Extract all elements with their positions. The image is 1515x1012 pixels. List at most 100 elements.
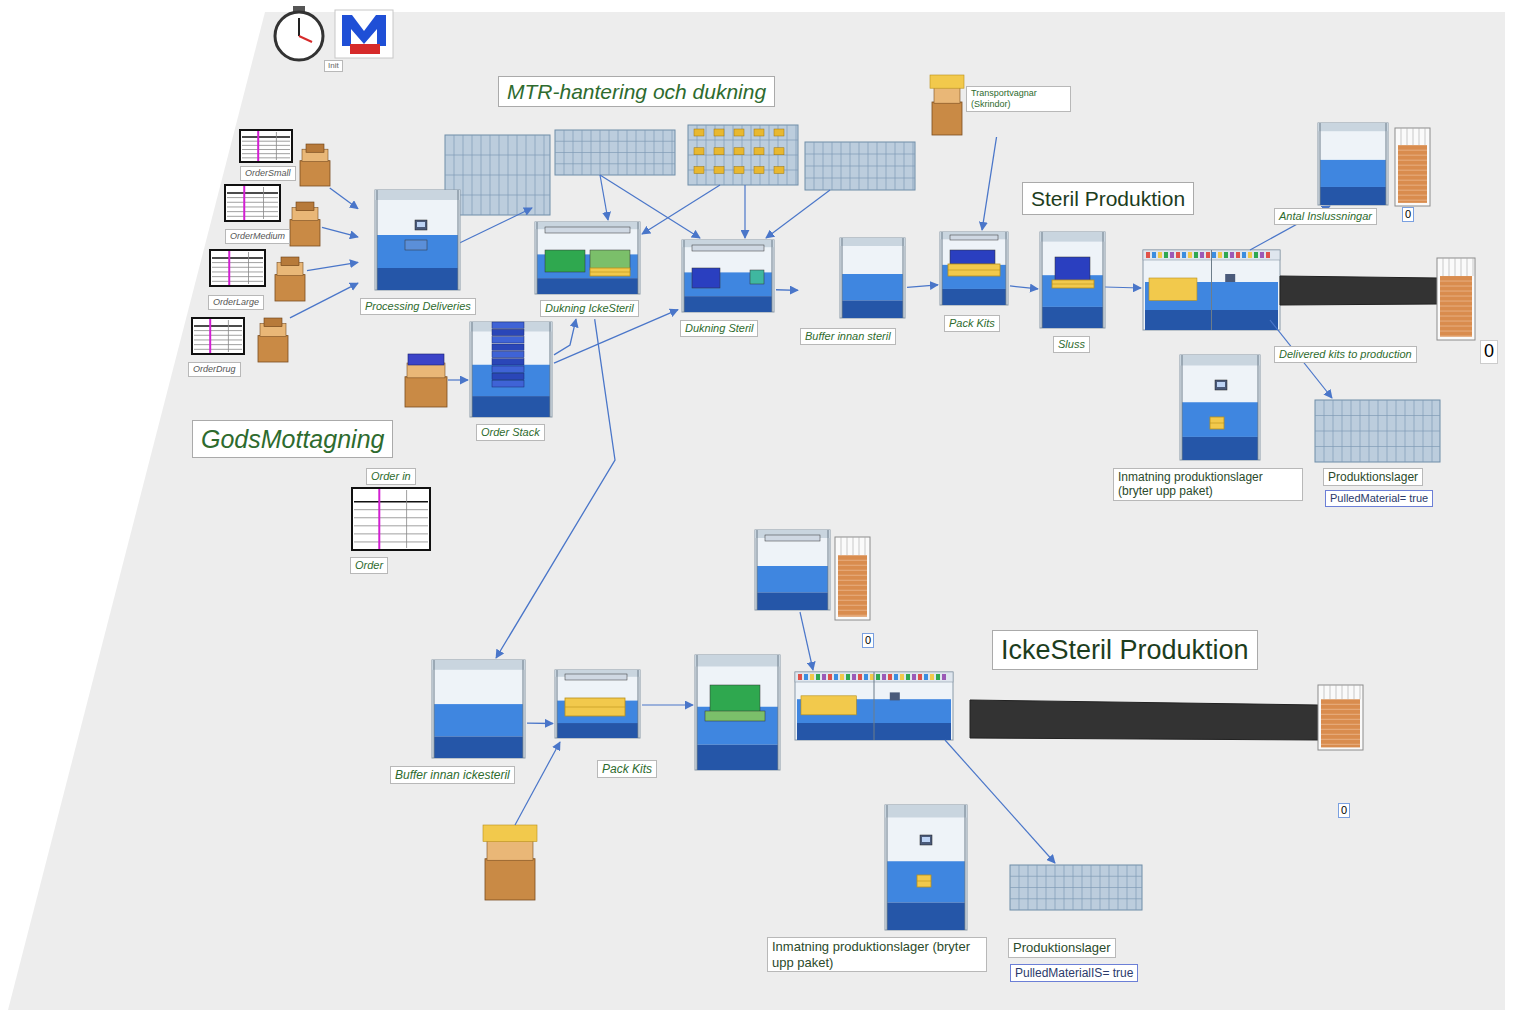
station-icon [885, 805, 967, 930]
station-node: Order inOrder [348, 466, 432, 576]
shelf-bin [1224, 252, 1228, 258]
station-label: Produktionslager [1008, 938, 1116, 958]
flow-connector [776, 289, 798, 291]
station-value: 0 [1402, 207, 1414, 222]
source-base [275, 275, 305, 301]
drain-slat [1440, 326, 1472, 327]
shelf-bin [798, 674, 802, 680]
stopwatch-face [275, 12, 323, 60]
drain-icon [1318, 685, 1363, 750]
station-post [1386, 123, 1387, 205]
stopwatch-hand [298, 18, 300, 36]
flow-line [1105, 287, 1141, 288]
drain-bar [859, 537, 860, 555]
rack-icon [1010, 865, 1142, 910]
station-icon [755, 530, 830, 610]
drain-slat [1398, 160, 1427, 161]
drain-slat [838, 595, 867, 596]
load-box [692, 245, 764, 251]
shelf-bin [894, 674, 898, 680]
drain-bar [1407, 128, 1408, 145]
rack-load [734, 167, 744, 174]
station-icon [682, 240, 774, 312]
shelf-bin [1158, 252, 1162, 258]
load-box [408, 354, 444, 365]
drain-slat [1440, 321, 1472, 322]
station-frame [682, 240, 774, 312]
drain-slat [838, 565, 867, 566]
drain-slat [1398, 165, 1427, 166]
section-heading: IckeSteril Produktion [992, 630, 1258, 670]
drain-slat [1440, 286, 1472, 287]
assembly-frame [795, 672, 953, 740]
flow-connector [322, 227, 358, 236]
pallet [483, 825, 537, 842]
rack-load [734, 129, 744, 136]
station-icon [555, 670, 640, 738]
shelf-bin [1194, 252, 1198, 258]
pallet-slat [917, 881, 931, 882]
station-post [1006, 232, 1007, 305]
station-label: Delivered kits to production [1274, 346, 1417, 363]
rack-shelf [1010, 887, 1142, 888]
flow-line [800, 612, 813, 670]
drain-slat [1398, 190, 1427, 191]
drain-slat [838, 570, 867, 571]
drain-slat [1321, 714, 1360, 715]
stacked-box [492, 373, 524, 379]
drain-slat [838, 585, 867, 586]
station-post [1042, 232, 1043, 328]
table-row [212, 267, 263, 268]
drain-slat [1398, 195, 1427, 196]
station-icon [1318, 123, 1388, 205]
rack-icon [555, 130, 675, 175]
drain-slat [838, 560, 867, 561]
load-box [710, 685, 760, 715]
station-node: OrderLarge [206, 246, 307, 312]
table-header-line [212, 257, 263, 259]
station-floor [842, 274, 903, 300]
drain-slat [1321, 724, 1360, 725]
flow-line [766, 190, 830, 238]
table-column [276, 132, 277, 160]
station-post [842, 238, 843, 318]
station-node: Order Stack [468, 320, 554, 443]
drain-cage [1395, 128, 1430, 206]
station-icon [535, 222, 640, 294]
rack-frame [805, 142, 915, 190]
rack-shelf [805, 154, 915, 155]
table-icon [192, 318, 244, 354]
shelf-bin [900, 674, 904, 680]
station-node: Transportvagnar (Skrindor) [930, 73, 1073, 137]
station-post [828, 530, 829, 610]
load-box [692, 268, 720, 288]
load-box [264, 318, 282, 327]
rack-shelf [1010, 898, 1142, 899]
rack-shelf [805, 166, 915, 167]
station-label: Sluss [1053, 336, 1090, 353]
pallet [590, 268, 630, 276]
drain-slat [1321, 744, 1360, 745]
conveyor [1280, 276, 1438, 305]
station-node: ProduktionslagerPulledMaterialIS= true [1006, 863, 1144, 984]
rack-load [754, 129, 764, 136]
station-base [942, 289, 1006, 305]
source-icon [275, 257, 305, 301]
station-node: OrderSmall [238, 126, 337, 188]
station-frame [1318, 123, 1388, 205]
table-index-line [257, 131, 259, 161]
shelf-bin [1206, 252, 1210, 258]
station-base [1320, 187, 1386, 205]
rack-shelf [555, 141, 675, 142]
station-node: OrderMedium [223, 181, 322, 248]
drain-slat [838, 600, 867, 601]
drain-icon [835, 537, 870, 620]
shelf-bin [1212, 252, 1216, 258]
shelf-bin [864, 674, 868, 680]
station-frame [940, 232, 1008, 305]
shelf-bin [912, 674, 916, 680]
station-label: OrderSmall [240, 166, 296, 181]
station-base [757, 592, 828, 610]
flow-connector [554, 319, 576, 355]
shelf-bin [1236, 252, 1240, 258]
